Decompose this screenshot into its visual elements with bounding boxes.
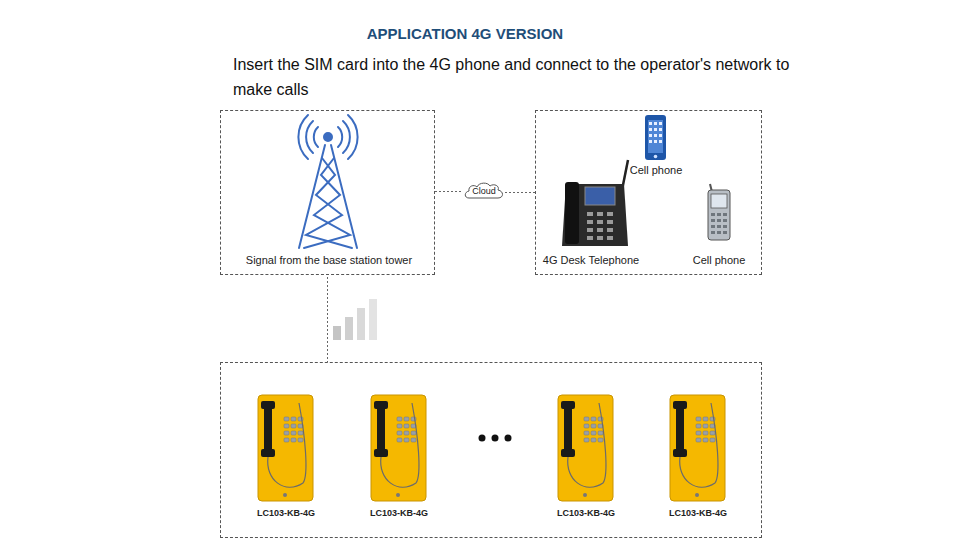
cloud-shape: Cloud xyxy=(463,181,505,202)
node-label: Cell phone xyxy=(556,164,756,176)
model-number: LC103-KB-4G xyxy=(486,508,686,518)
dotted-connector xyxy=(327,277,328,362)
node-label: Signal from the base station tower xyxy=(229,254,429,266)
model-number: LC103-KB-4G xyxy=(186,508,386,518)
model-number: LC103-KB-4G xyxy=(598,508,798,518)
phones-box: Cell phone4G Desk TelephoneCell phone xyxy=(535,110,762,275)
tower-box: Signal from the base station tower xyxy=(220,110,435,275)
node-label: 4G Desk Telephone xyxy=(491,254,691,266)
note-text: Insert the SIM card into the 4G phone an… xyxy=(233,52,793,102)
node-label: Cloud xyxy=(384,186,584,196)
diagram-title: APPLICATION 4G VERSION xyxy=(265,25,665,42)
model-number: LC103-KB-4G xyxy=(299,508,499,518)
emergency-phones-box: LC103-KB-4GLC103-KB-4GLC103-KB-4GLC103-K… xyxy=(220,362,762,538)
dotted-connector xyxy=(435,191,463,192)
dotted-connector xyxy=(505,192,535,193)
node-label: Cell phone xyxy=(619,254,819,266)
